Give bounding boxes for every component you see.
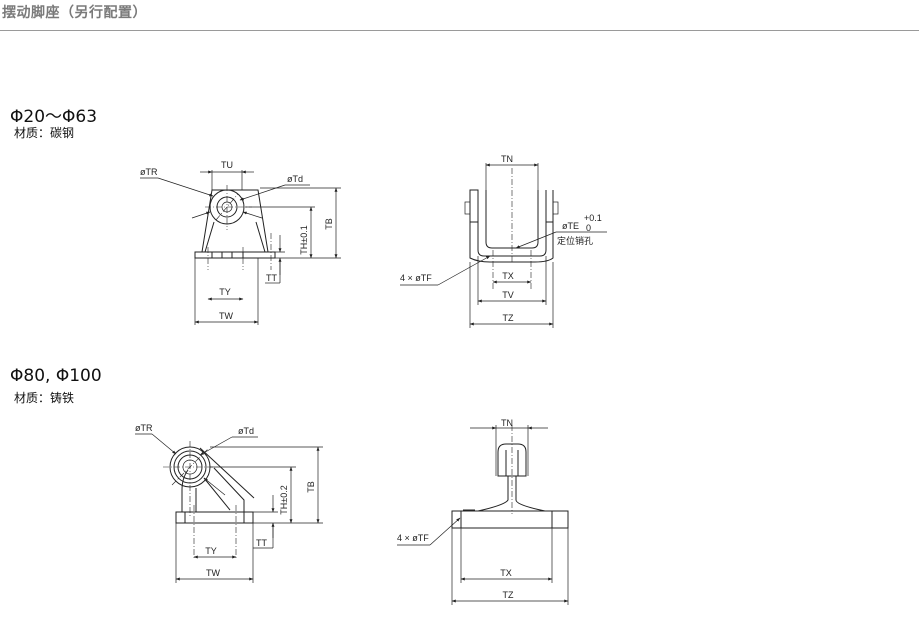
s1-side-tx-label: TX: [502, 271, 514, 281]
s2-front-tw-label: TW: [206, 568, 220, 578]
s2-side-tx-label: TX: [500, 568, 512, 578]
s1-front-ty-label: TY: [219, 287, 231, 297]
s2-side-tz-label: TZ: [503, 590, 514, 600]
s2-front-tr-label: øTR: [135, 423, 153, 433]
page-header: 摆动脚座（另行配置）: [0, 0, 919, 31]
s1-side-te-note: 定位销孔: [557, 235, 593, 246]
s2-side-tf-label: 4 × øTF: [397, 533, 429, 543]
s1-side-te-label: øTE: [562, 221, 579, 231]
s1-side-tz-label: TZ: [503, 313, 514, 323]
s2-front-view: øTR øTd TB TH±0.2 TT TY TW: [135, 423, 323, 583]
section1-material: 材质：碳钢: [14, 126, 75, 140]
s1-front-tr-label: øTR: [140, 167, 158, 177]
s1-front-tb-label: TB: [324, 218, 334, 230]
s1-side-view: TN øTE +0.1 0 定位销孔 4 × øTF TX TV TZ: [400, 154, 607, 328]
section1-title: Φ20～Φ63: [10, 107, 98, 127]
s2-side-view: TN 4 × øTF TX TZ: [397, 418, 569, 605]
s2-front-ty-label: TY: [205, 546, 217, 556]
page-title: 摆动脚座（另行配置）: [2, 5, 147, 21]
s1-side-te-tol-upper: +0.1: [584, 213, 602, 223]
s1-front-tt-label: TT: [266, 273, 277, 283]
s2-front-tb-label: TB: [306, 481, 316, 493]
s1-side-tf-label: 4 × øTF: [400, 273, 432, 283]
s1-front-tu-label: TU: [221, 160, 233, 170]
s1-front-tw-label: TW: [219, 311, 233, 321]
section2-title: Φ80, Φ100: [10, 366, 102, 386]
s1-side-tn-label: TN: [501, 154, 513, 164]
s2-front-th-label: TH±0.2: [279, 485, 289, 514]
s1-side-te-tol-lower: 0: [586, 223, 591, 233]
s1-side-tv-label: TV: [502, 290, 514, 300]
s1-front-th-label: TH±0.1: [299, 225, 309, 254]
s1-front-view: TU øTR øTd TB TH±0.1 TT TY TW: [140, 160, 341, 325]
s2-side-tn-label: TN: [501, 418, 513, 428]
s2-front-tt-label: TT: [256, 538, 267, 548]
s1-front-td-label: øTd: [287, 174, 303, 184]
section2-material: 材质：铸铁: [14, 391, 75, 405]
s2-front-td-label: øTd: [238, 426, 254, 436]
